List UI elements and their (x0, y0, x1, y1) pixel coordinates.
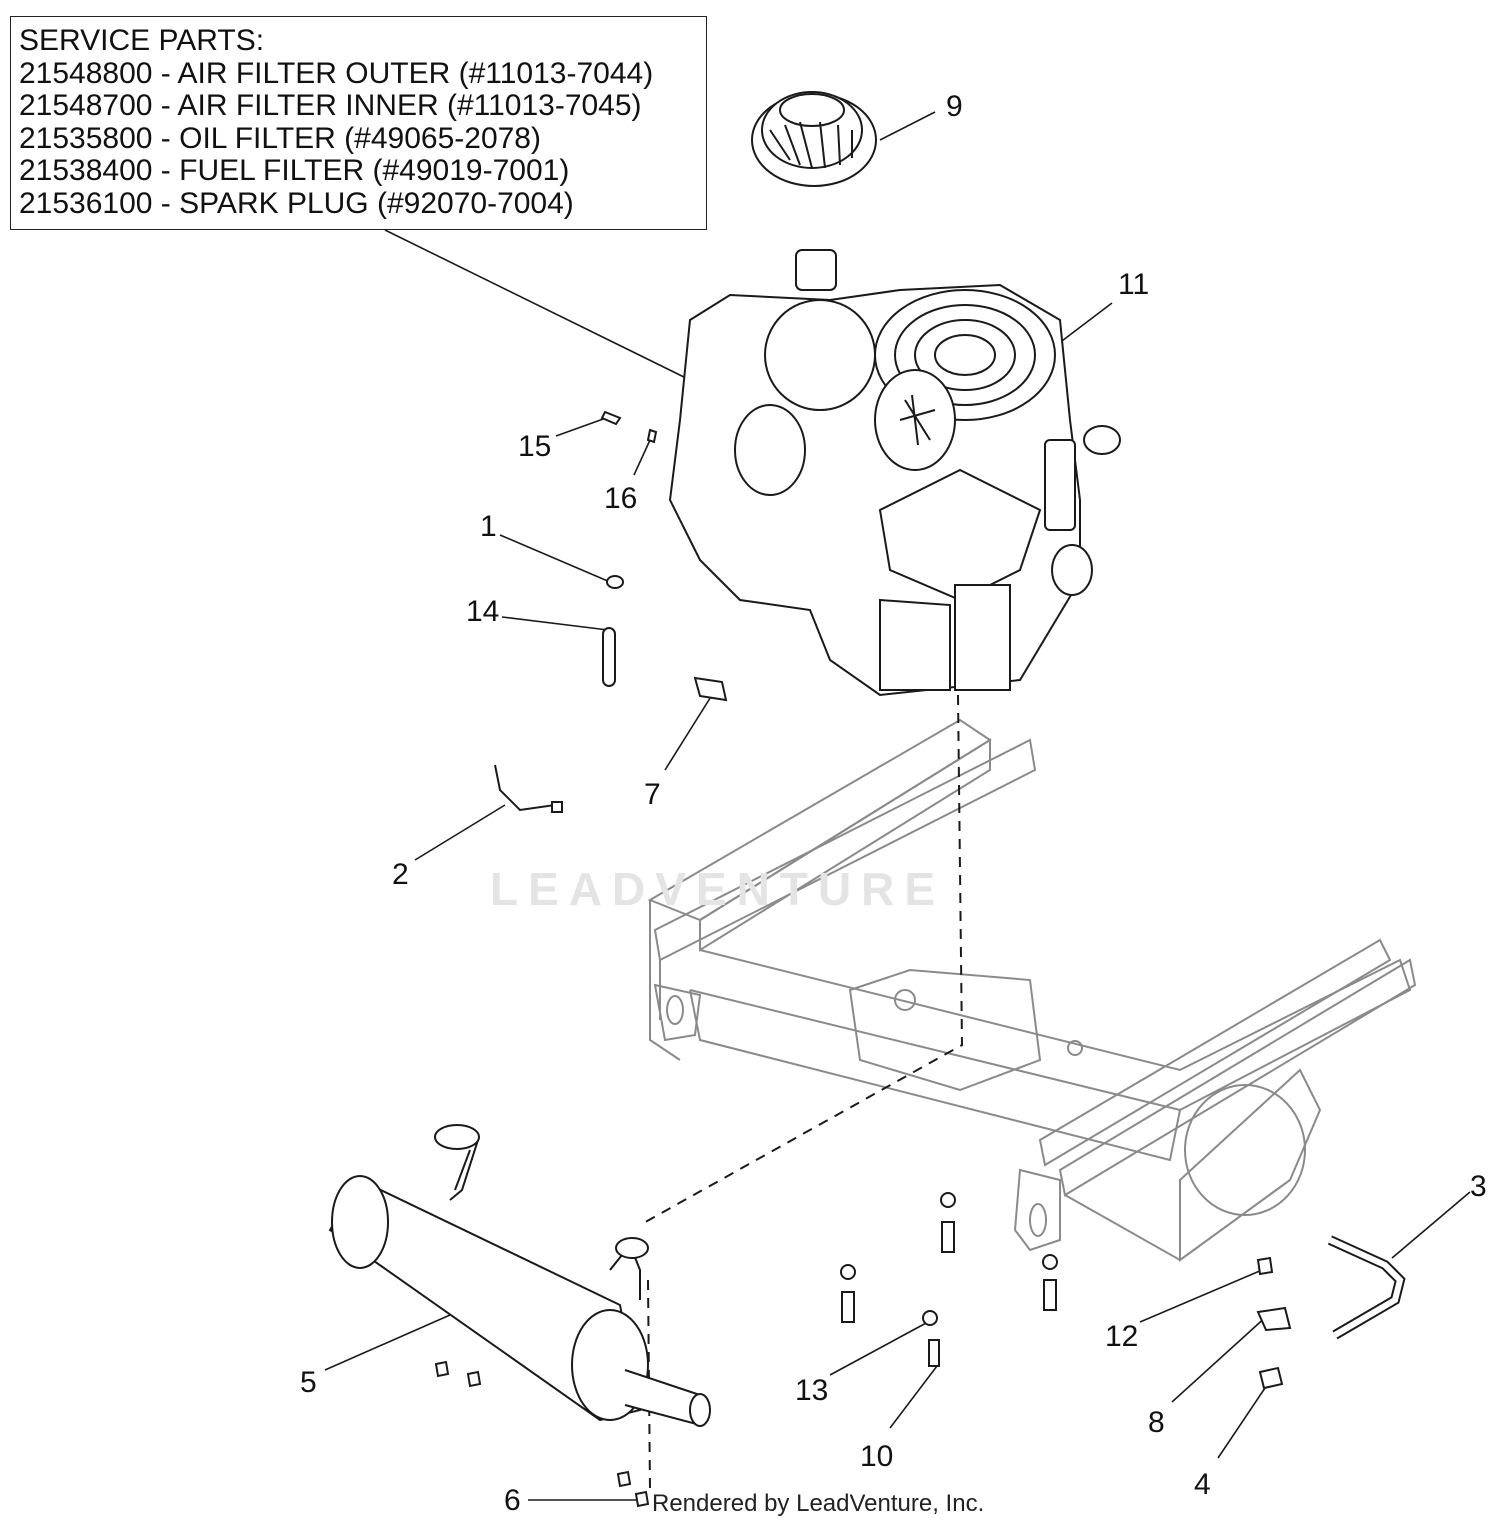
callout-12: 12 (1105, 1320, 1139, 1353)
service-part-line: 21538400 - FUEL FILTER (#49019-7001) (19, 154, 570, 187)
mower-frame (647, 718, 1417, 1262)
callout-15: 15 (518, 430, 552, 463)
service-part-line: 21548800 - AIR FILTER OUTER (#11013-7044… (19, 56, 654, 90)
clamp-part-8 (1256, 1306, 1292, 1332)
service-parts-box: SERVICE PARTS: 21548800 - AIR FILTER OUT… (10, 16, 707, 230)
air-filter-cover-part (751, 91, 877, 187)
fastener-parts (434, 410, 1406, 1508)
nut-part-6a (434, 1360, 450, 1378)
callout-3: 3 (1470, 1170, 1487, 1203)
mounting-dashed-lines (639, 694, 964, 1491)
service-part-line: 21535800 - OIL FILTER (#49065-2078) (19, 121, 541, 155)
callout-14: 14 (466, 595, 500, 628)
callout-13: 13 (795, 1374, 829, 1407)
callout-1: 1 (480, 510, 497, 543)
nut-part-12 (1256, 1256, 1274, 1276)
callout-8: 8 (1148, 1406, 1165, 1439)
leader-lines (324, 111, 1471, 1501)
clamp-part-1 (606, 575, 624, 589)
bracket-part-7 (693, 676, 728, 702)
callout-10: 10 (860, 1440, 894, 1473)
nut-part-16 (646, 428, 658, 444)
callout-9: 9 (946, 90, 963, 123)
callout-4: 4 (1194, 1468, 1211, 1501)
service-part-line: 21536100 - SPARK PLUG (#92070-7004) (19, 186, 574, 220)
hose-part-14 (602, 627, 616, 687)
render-credit: Rendered by LeadVenture, Inc. (652, 1490, 985, 1517)
nut-part-4 (1258, 1366, 1284, 1390)
service-parts-heading: SERVICE PARTS: (19, 24, 265, 57)
watermark-text: LEADVENTURE (490, 863, 946, 915)
muffler-part (328, 1124, 711, 1427)
wire-harness-part-2 (494, 764, 556, 812)
callout-2: 2 (392, 858, 409, 891)
service-part-line: 21548700 - AIR FILTER INNER (#11013-7045… (19, 89, 642, 122)
callout-11: 11 (1118, 268, 1150, 301)
callout-5: 5 (300, 1366, 317, 1399)
bolt-part-15 (600, 410, 622, 426)
callout-7: 7 (644, 778, 661, 811)
callout-16: 16 (604, 482, 638, 515)
callout-6: 6 (504, 1484, 521, 1517)
engine-part (668, 249, 1121, 697)
